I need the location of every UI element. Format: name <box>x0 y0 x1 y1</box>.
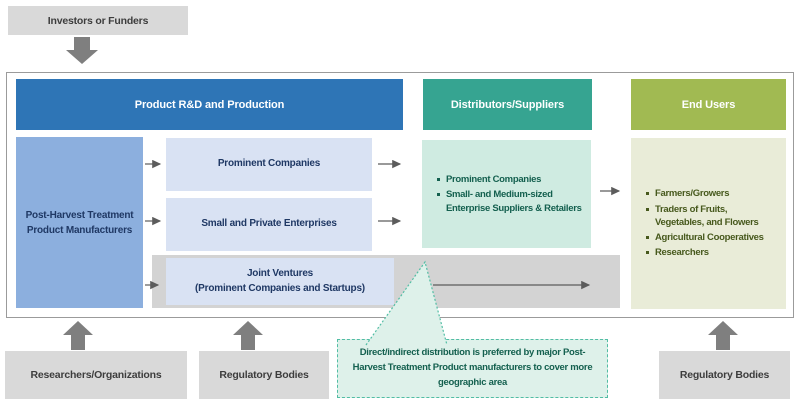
regulatory-bodies-right-box: Regulatory Bodies <box>659 351 790 399</box>
joint-ventures-label-line1: Joint Ventures <box>246 268 314 279</box>
investors-funders-label: Investors or Funders <box>47 14 149 27</box>
researchers-organizations-box: Researchers/Organizations <box>5 351 187 399</box>
researchers-organizations-label: Researchers/Organizations <box>30 369 162 381</box>
distribution-callout-text: Direct/indirect distribution is preferre… <box>352 347 593 388</box>
up-arrow-icon <box>63 321 93 350</box>
bullet-item: Traders of Fruits, Vegetables, and Flowe… <box>645 203 778 230</box>
header-distributors-suppliers-label: Distributors/Suppliers <box>450 98 565 111</box>
manufacturers-label-line1: Post-Harvest Treatment <box>25 209 134 221</box>
header-product-rnd-production: Product R&D and Production <box>16 79 403 130</box>
investors-funders-box: Investors or Funders <box>8 6 188 35</box>
small-private-enterprises-box: Small and Private Enterprises <box>166 198 372 251</box>
regulatory-bodies-left-label: Regulatory Bodies <box>219 369 309 381</box>
header-product-rnd-production-label: Product R&D and Production <box>134 98 285 111</box>
small-private-enterprises-label: Small and Private Enterprises <box>201 218 337 230</box>
distribution-callout-box: Direct/indirect distribution is preferre… <box>337 339 608 398</box>
up-arrow-icon <box>708 321 738 350</box>
regulatory-bodies-left-box: Regulatory Bodies <box>199 351 329 399</box>
manufacturers-label-line2: Product Manufacturers <box>26 224 133 236</box>
joint-ventures-label-line2: (Prominent Companies and Startups) <box>195 282 365 294</box>
bullet-item: Researchers <box>645 246 778 259</box>
regulatory-bodies-right-label: Regulatory Bodies <box>679 369 770 381</box>
bullet-item: Prominent Companies <box>436 173 583 186</box>
prominent-companies-box: Prominent Companies <box>166 138 372 191</box>
bullet-item: Agricultural Cooperatives <box>645 231 778 244</box>
down-arrow-icon <box>66 37 98 64</box>
up-arrow-icon <box>233 321 263 350</box>
prominent-companies-label: Prominent Companies <box>217 158 321 170</box>
manufacturers-box: Post-Harvest Treatment Product Manufactu… <box>16 137 143 308</box>
bullet-item: Small- and Medium-sized Enterprise Suppl… <box>436 188 583 215</box>
header-distributors-suppliers: Distributors/Suppliers <box>423 79 592 130</box>
bullet-item: Farmers/Growers <box>645 187 778 200</box>
header-end-users: End Users <box>631 79 786 130</box>
header-end-users-label: End Users <box>681 98 736 111</box>
joint-ventures-box: Joint Ventures (Prominent Companies and … <box>166 258 394 305</box>
